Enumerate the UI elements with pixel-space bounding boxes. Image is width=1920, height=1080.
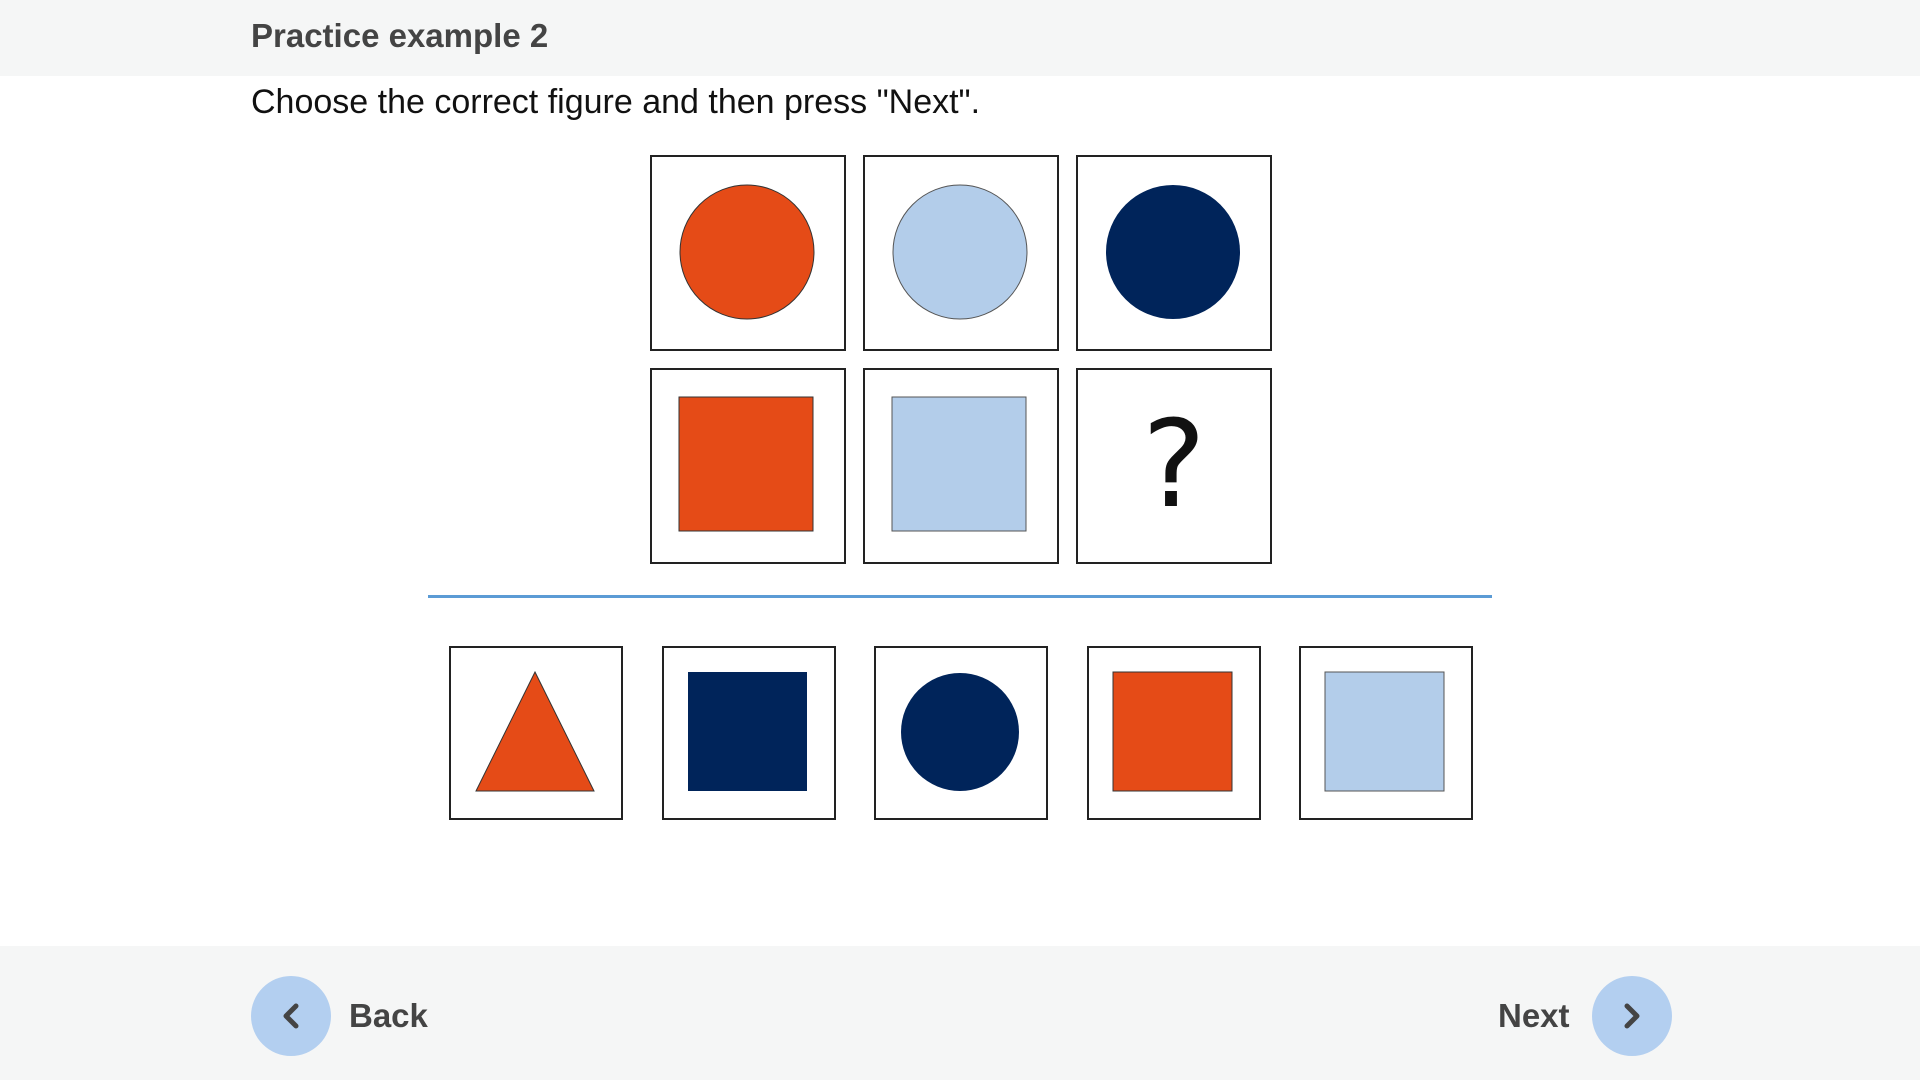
matrix-cell-3 [1076,155,1272,351]
matrix-cell-missing: ? [1076,368,1272,564]
answer-option-1[interactable] [449,646,623,820]
back-circle[interactable] [251,976,331,1056]
answer-option-2[interactable] [662,646,836,820]
navy-circle-figure [901,673,1019,791]
next-circle[interactable] [1591,976,1672,1056]
orange-square-figure [1112,671,1233,792]
question-mark: ? [1142,396,1206,535]
back-button[interactable]: Back [251,976,428,1056]
matrix-cell-4 [650,368,846,564]
answer-option-5[interactable] [1299,646,1473,820]
light-blue-square-figure [891,396,1027,532]
answer-option-4[interactable] [1087,646,1261,820]
matrix-cell-5 [863,368,1059,564]
orange-triangle-figure [475,670,595,792]
chevron-left-icon [283,1003,299,1029]
next-label[interactable]: Next [1498,997,1570,1034]
matrix-cell-2 [863,155,1059,351]
light-blue-circle-figure [892,184,1028,320]
answer-option-3[interactable] [874,646,1048,820]
page-title: Practice example 2 [251,17,549,54]
divider-line [428,595,1492,598]
orange-circle-figure [679,184,815,320]
orange-square-figure [678,396,814,532]
instruction-text: Choose the correct figure and then press… [251,83,981,121]
light-blue-square-figure [1324,671,1445,792]
navy-circle-figure [1106,185,1240,319]
header-bar: Practice example 2 [0,0,1920,76]
chevron-right-icon [1624,1003,1640,1029]
next-button[interactable]: Next [1498,976,1672,1056]
navy-square-figure [688,672,807,791]
matrix-cell-1 [650,155,846,351]
back-label[interactable]: Back [349,997,428,1034]
